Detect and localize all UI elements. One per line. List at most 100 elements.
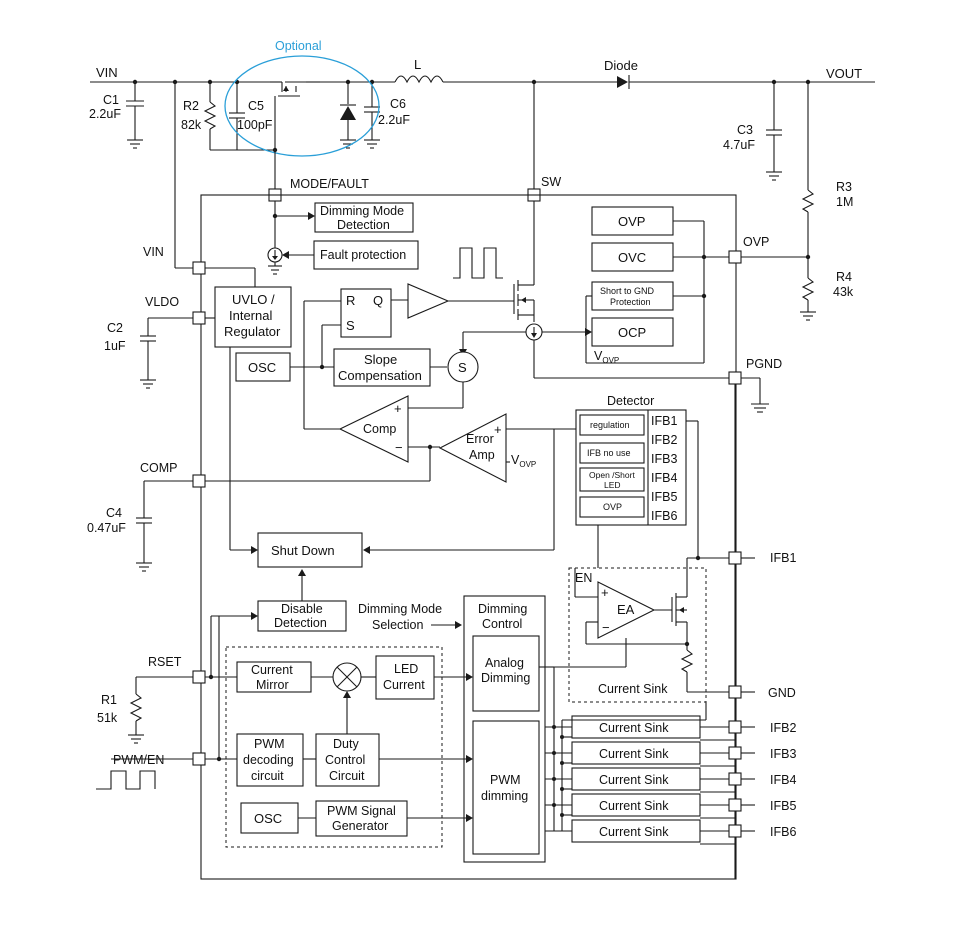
dimming-mode-detection-line2: Detection: [337, 218, 390, 232]
det-ifb-no-use-label: IFB no use: [587, 448, 631, 458]
rset-label: RSET: [148, 655, 182, 669]
main-switch-mosfet: [513, 280, 534, 320]
comp-plus: +: [394, 401, 402, 416]
inductor-label: L: [414, 57, 421, 72]
current-mirror-line1: Current: [251, 663, 293, 677]
capacitor-c6: [364, 82, 380, 149]
ea-label: EA: [617, 602, 635, 617]
osc-bottom-label: OSC: [254, 811, 282, 826]
det-regulation-box: [579, 414, 645, 436]
pin-pwm-en: [192, 752, 206, 766]
ifb2-pin-label: IFB2: [770, 721, 796, 735]
osc-bottom-box: [240, 802, 299, 834]
gate-driver-buffer: [407, 283, 450, 319]
uvlo-line2: Internal: [229, 308, 272, 323]
pin-ifb2: [728, 720, 742, 734]
fault-protection-box: [313, 240, 419, 270]
analog-line1: Analog: [485, 656, 524, 670]
capacitor-c3: [766, 82, 782, 181]
current-mirror-line2: Mirror: [256, 678, 289, 692]
pwm-input-waveform: [96, 770, 156, 790]
c4-label: C4: [106, 506, 122, 520]
comp-minus: −: [395, 440, 403, 455]
analog-line2: Dimming: [481, 671, 530, 685]
slope-line2: Compensation: [338, 368, 422, 383]
c3-label: C3: [737, 123, 753, 137]
duty-control-box: [315, 733, 380, 787]
ea-plus: +: [494, 422, 502, 437]
pin-ifb4: [728, 772, 742, 786]
pwm-decoding-box: [236, 733, 304, 787]
pwm-dimming-line1: PWM: [490, 773, 521, 787]
inductor-symbol: [394, 75, 444, 84]
capacitor-c4: [136, 481, 152, 572]
resistor-r1: [128, 677, 144, 744]
det-ifb4: IFB4: [651, 471, 677, 485]
short-gnd-line1: Short to GND: [600, 286, 655, 296]
vin-pin-label: VIN: [143, 245, 164, 259]
det-ifb6: IFB6: [651, 509, 677, 523]
sink-ifb5-label: Current Sink: [599, 799, 669, 813]
shut-down-box: [257, 532, 363, 568]
current-sink-main-label: Current Sink: [598, 682, 668, 696]
optional-label: Optional: [275, 39, 322, 53]
det-ifb2: IFB2: [651, 433, 677, 447]
c6-label: C6: [390, 97, 406, 111]
pwm-dimming-box: [472, 720, 540, 855]
ic-outline: [200, 194, 737, 880]
freewheel-diode-symbol: [340, 82, 356, 149]
current-sink-bank: [571, 715, 701, 843]
led-current-line2: Current: [383, 678, 425, 692]
dim-mode-sel-line1: Dimming Mode: [358, 602, 442, 616]
detector-title: Detector: [607, 394, 654, 408]
pwm-signal-generator-box: [315, 800, 408, 837]
sink-ifb4-label: Current Sink: [599, 773, 669, 787]
pin-pgnd: [728, 371, 742, 385]
rs-flipflop-box: [340, 288, 392, 338]
slope-compensation-box: [333, 348, 431, 387]
vout-label: VOUT: [826, 66, 862, 81]
pin-vldo: [192, 311, 206, 325]
pwm-dec-line1: PWM: [254, 737, 285, 751]
uvlo-regulator-box: [214, 286, 292, 348]
det-ifb-no-use-box: [579, 442, 645, 464]
c4-value: 0.47uF: [87, 521, 126, 535]
r3-label: R3: [836, 180, 852, 194]
pin-gnd: [728, 685, 742, 699]
pwm-gen-line1: PWM Signal: [327, 804, 396, 818]
resistor-r4: [800, 257, 816, 321]
comp-pin-label: COMP: [140, 461, 178, 475]
ifb3-pin-label: IFB3: [770, 747, 796, 761]
dimming-control-line1: Dimming: [478, 602, 527, 616]
pwm-decoding-region: [225, 646, 443, 848]
c1-value: 2.2uF: [89, 107, 121, 121]
ifb1-pin-label: IFB1: [770, 551, 796, 565]
osc-top-label: OSC: [248, 360, 276, 375]
ocp-block-label: OCP: [618, 325, 646, 340]
sink-mosfet: [671, 593, 687, 626]
pin-comp: [192, 474, 206, 488]
short-gnd-line2: Protection: [610, 297, 651, 307]
pin-vin: [192, 261, 206, 275]
sw-label: SW: [541, 175, 561, 189]
pin-rset: [192, 670, 206, 684]
uvlo-line3: Regulator: [224, 324, 281, 339]
disable-line2: Detection: [274, 616, 327, 630]
r1-value: 51k: [97, 711, 118, 725]
multiplier-symbol: [332, 662, 362, 692]
c3-value: 4.7uF: [723, 138, 755, 152]
pwm-en-label: PWM/EN: [113, 753, 164, 767]
dimming-mode-detection-line1: Dimming Mode: [320, 204, 404, 218]
r4-value: 43k: [833, 285, 854, 299]
pin-ifb3: [728, 746, 742, 760]
optional-switch-mosfet: [270, 81, 320, 150]
r1-label: R1: [101, 693, 117, 707]
pwm-dec-line2: decoding: [243, 753, 294, 767]
fault-current-source: [267, 247, 283, 275]
diode-symbol: [617, 75, 630, 89]
ovp-block: [591, 206, 674, 236]
pwm-gen-line2: Generator: [332, 819, 388, 833]
r3-value: 1M: [836, 195, 853, 209]
comparator: [338, 395, 409, 463]
